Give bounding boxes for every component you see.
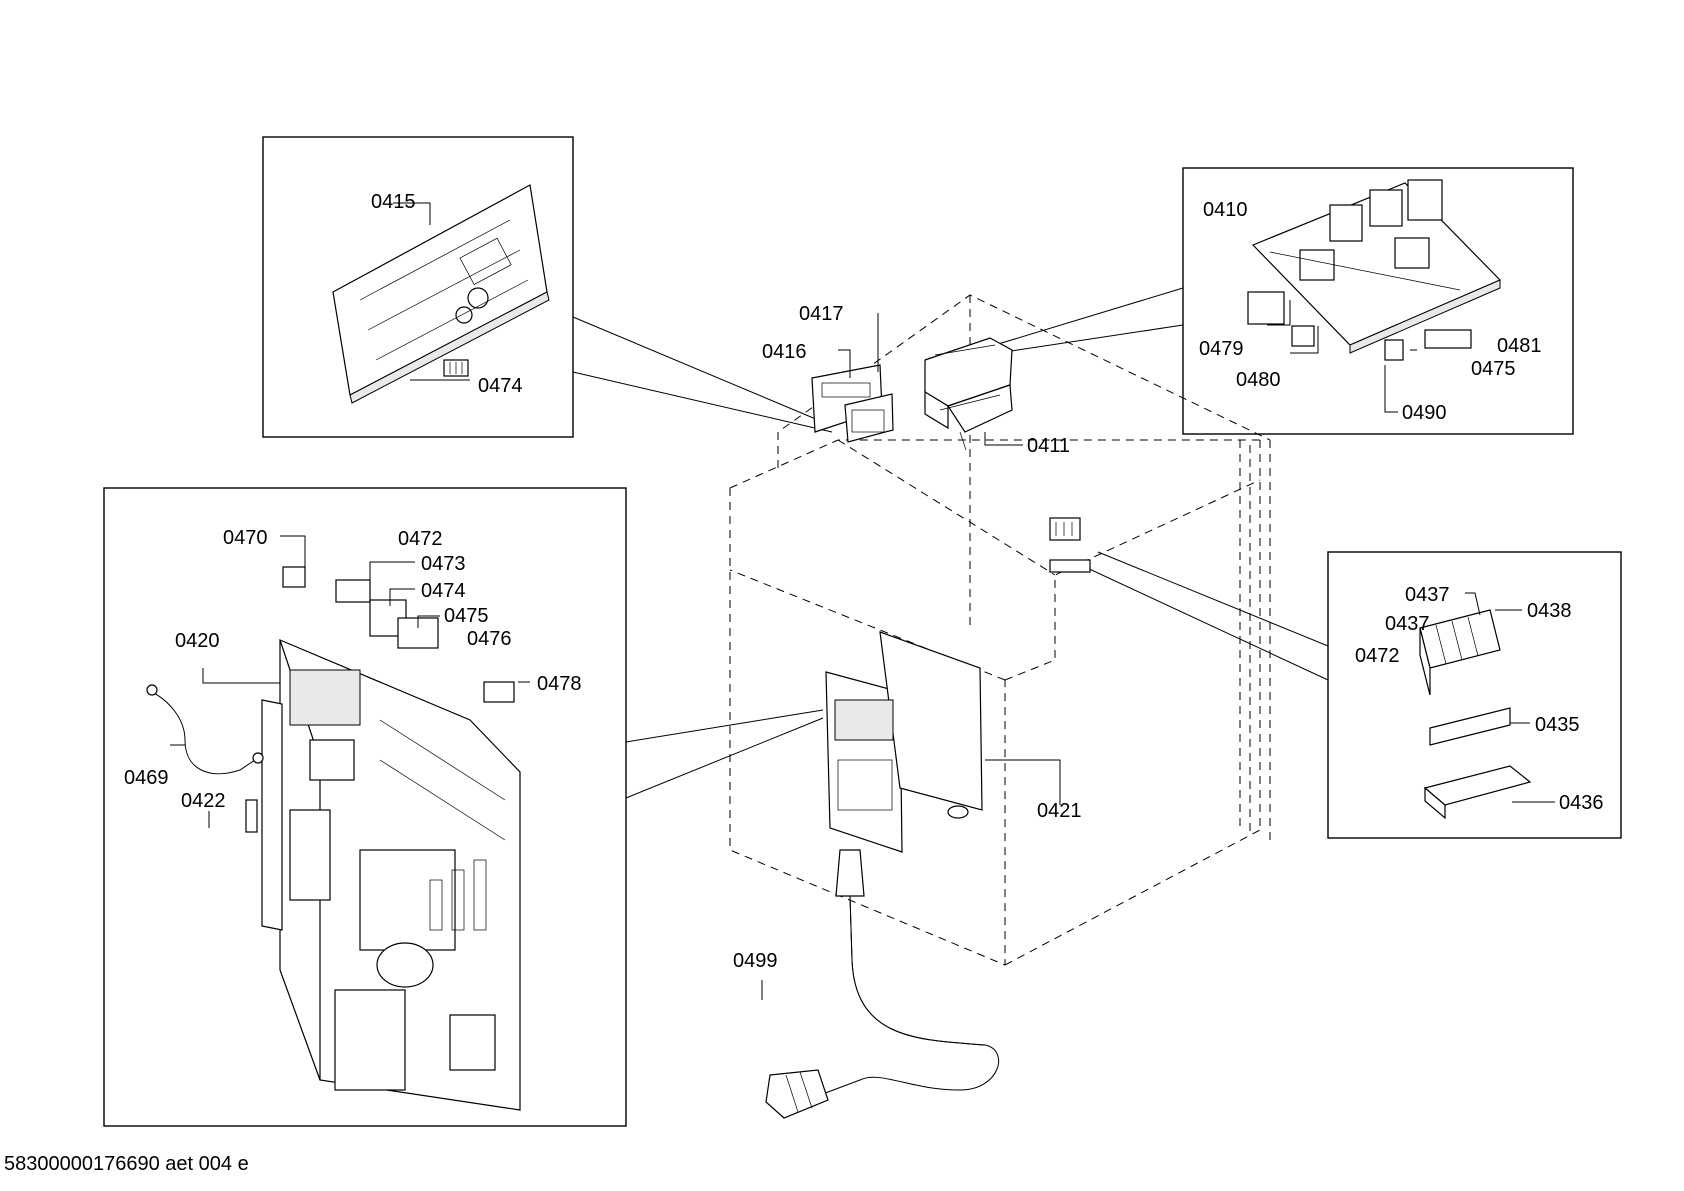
callout-0417: 0417: [799, 303, 844, 325]
leader-lines: [572, 287, 1329, 799]
power-module-assembly-small: [825, 631, 983, 853]
callout-0474-b: 0474: [421, 580, 466, 602]
detail-box-relay-board: [1182, 167, 1574, 435]
callout-0476: 0476: [467, 628, 512, 650]
callout-0436: 0436: [1559, 792, 1604, 814]
callout-0499: 0499: [733, 950, 778, 972]
control-board-assembly-small: [811, 364, 894, 443]
oven-housing: [729, 294, 1271, 966]
detail-box-terminal-block: [1327, 551, 1622, 839]
callout-0422: 0422: [181, 790, 226, 812]
callout-0438: 0438: [1527, 600, 1572, 622]
callout-0416: 0416: [762, 341, 807, 363]
terminal-block-small: [1049, 517, 1091, 573]
callout-0437-b: 0437: [1385, 613, 1430, 635]
callout-labels: 0415 0474 0417 0416 0411 0410 0479 0480 …: [124, 191, 1604, 972]
callout-0410: 0410: [1203, 199, 1248, 221]
callout-0411: 0411: [1027, 435, 1070, 457]
callout-0475-b: 0475: [444, 605, 489, 627]
callout-0421: 0421: [1037, 800, 1082, 822]
callout-0435: 0435: [1535, 714, 1580, 736]
callout-0437-a: 0437: [1405, 584, 1450, 606]
callout-0474: 0474: [478, 375, 523, 397]
callout-0475: 0475: [1471, 358, 1516, 380]
detail-box-power-module: [103, 487, 627, 1127]
terminal-block-illustration: [1419, 609, 1532, 820]
callout-0420: 0420: [175, 630, 220, 652]
relay-board-bracket-small: [924, 337, 1013, 451]
callout-0472-b: 0472: [1355, 645, 1400, 667]
callout-0473: 0473: [421, 553, 466, 575]
callout-0478: 0478: [537, 673, 582, 695]
callout-0490: 0490: [1402, 402, 1447, 424]
callout-0480: 0480: [1236, 369, 1281, 391]
document-id: 58300000176690 aet 004 e: [4, 1153, 249, 1175]
callout-0469: 0469: [124, 767, 169, 789]
callout-0479: 0479: [1199, 338, 1244, 360]
relay-board-illustration: [1247, 179, 1502, 361]
power-cord: [765, 849, 1000, 1119]
detail-box-control-board: [262, 136, 574, 438]
callout-0472: 0472: [398, 528, 443, 550]
callout-pointers: [170, 202, 1555, 1000]
callout-0470: 0470: [223, 527, 268, 549]
callout-0415: 0415: [371, 191, 416, 213]
power-module-illustration: [146, 566, 521, 1111]
control-board-illustration: [332, 184, 550, 404]
callout-0481: 0481: [1497, 335, 1542, 357]
